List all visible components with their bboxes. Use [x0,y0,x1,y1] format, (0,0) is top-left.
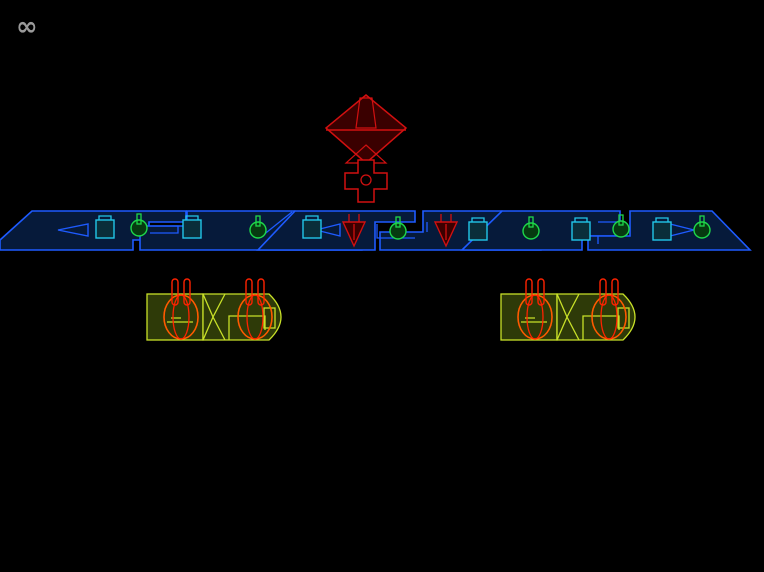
tanker-joint [556,293,580,341]
boss-ship [324,94,408,203]
cyan-turret [571,217,591,241]
tanker-joint [202,293,226,341]
green-turret [693,215,711,239]
station-detail-line [150,225,179,234]
tanker-engine [163,278,199,340]
station-spike [57,223,89,237]
cyan-turret [95,215,115,239]
tanker-engine [237,278,273,340]
boss-core [360,174,372,186]
red-fighter [433,214,459,248]
boss-hull [324,94,408,164]
station-spike [315,223,341,237]
green-turret [522,216,540,240]
green-turret [389,216,407,240]
lives-counter: ∞ [16,12,38,42]
green-turret [249,215,267,239]
space-station [0,210,752,251]
tanker-front-hull [202,293,282,341]
red-fighter [341,214,367,248]
green-turret [612,214,630,238]
tanker-front-hull [556,293,636,341]
boss-cross-turret [344,159,388,203]
cyan-turret [652,217,672,241]
tanker-engine [591,278,627,340]
tanker-left [146,278,282,341]
station-detail-line [261,211,293,237]
boss-cockpit [355,97,377,129]
cyan-turret [302,215,322,239]
tanker-engine [517,278,553,340]
cyan-turret [182,215,202,239]
tanker-right [500,278,636,341]
green-turret [130,213,148,237]
cyan-turret [468,217,488,241]
